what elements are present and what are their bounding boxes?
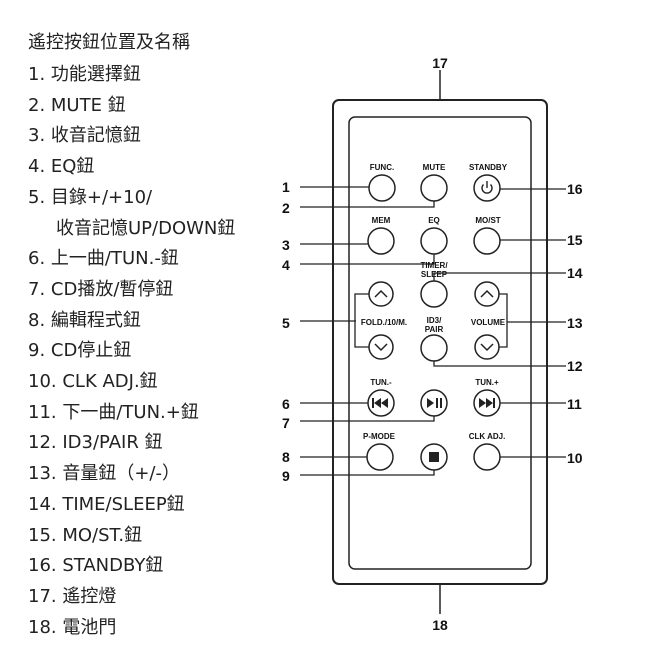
label-clkadj: CLK ADJ. xyxy=(469,432,506,441)
legend-item: 1. 功能選擇鈕 xyxy=(28,64,141,85)
callout-13: 13 xyxy=(567,315,583,331)
legend-item: 收音記憶UP/DOWN鈕 xyxy=(56,217,236,239)
mute-button[interactable] xyxy=(420,174,448,202)
label-func: FUNC. xyxy=(370,163,394,172)
legend-title: 遙控按鈕位置及名稱 xyxy=(28,32,190,53)
callout-14: 14 xyxy=(567,265,583,281)
legend-item: 12. ID3/PAIR 鈕 xyxy=(28,432,163,454)
callout-17: 17 xyxy=(432,55,448,71)
label-eq: EQ xyxy=(428,216,440,225)
eq-button[interactable] xyxy=(420,227,448,255)
chevron-down-icon xyxy=(480,343,494,352)
legend-item: 8. 編輯程式鈕 xyxy=(28,309,141,331)
legend-item: 17. 遙控燈 xyxy=(28,585,117,607)
volume-up-button[interactable] xyxy=(474,281,500,307)
callout-4: 4 xyxy=(282,257,290,273)
leader-7 xyxy=(300,416,435,422)
legend-item: 6. 上一曲/TUN.-鈕 xyxy=(28,248,179,270)
legend-item: 3. 收音記憶鈕 xyxy=(28,125,141,147)
legend-item: 9. CD停止鈕 xyxy=(28,340,132,362)
leader-12 xyxy=(433,361,566,367)
callout-11: 11 xyxy=(567,396,582,412)
label-most: MO/ST xyxy=(475,216,500,225)
callout-2: 2 xyxy=(282,200,290,216)
callout-6: 6 xyxy=(282,396,290,412)
most-button[interactable] xyxy=(473,227,501,255)
label-pmode: P-MODE xyxy=(363,432,396,441)
folder-up-button[interactable] xyxy=(368,281,394,307)
callout-1: 1 xyxy=(282,179,290,195)
chevron-up-icon xyxy=(374,289,388,298)
callout-15: 15 xyxy=(567,232,583,248)
power-icon xyxy=(481,181,493,194)
legend-item: 10. CLK ADJ.鈕 xyxy=(28,371,158,393)
callout-5: 5 xyxy=(282,315,290,331)
folder-down-button[interactable] xyxy=(368,334,394,360)
mem-button[interactable] xyxy=(367,227,395,255)
callout-3: 3 xyxy=(282,237,290,253)
callout-12: 12 xyxy=(567,358,583,374)
leader-14 xyxy=(433,272,566,281)
leader-9 xyxy=(300,470,435,476)
legend-item: 13. 音量鈕（+/-） xyxy=(28,463,180,485)
legend-item: 14. TIME/SLEEP鈕 xyxy=(28,493,185,515)
label-volume: VOLUME xyxy=(471,318,506,327)
pmode-button[interactable] xyxy=(366,443,394,471)
callout-8: 8 xyxy=(282,449,290,465)
skip-forward-icon xyxy=(479,398,495,408)
play-pause-icon xyxy=(427,398,442,408)
legend-item: 15. MO/ST.鈕 xyxy=(28,524,143,546)
label-timer: TIMER/ xyxy=(420,261,448,270)
callout-10: 10 xyxy=(567,450,583,466)
id3-pair-button[interactable] xyxy=(420,334,448,362)
label-mute: MUTE xyxy=(423,163,446,172)
label-id3: ID3/ xyxy=(427,316,442,325)
skip-back-icon xyxy=(372,398,388,408)
chevron-down-icon xyxy=(374,343,388,352)
label-tun-minus: TUN.- xyxy=(370,378,392,387)
label-tun-plus: TUN.+ xyxy=(475,378,499,387)
label-pair: PAIR xyxy=(425,325,444,334)
legend-item: 4. EQ鈕 xyxy=(28,156,95,178)
stop-icon xyxy=(429,452,439,462)
leader-2 xyxy=(300,201,435,208)
remote-outer-body xyxy=(332,99,548,585)
label-fold: FOLD./10/M. xyxy=(361,318,407,327)
label-mem: MEM xyxy=(372,216,391,225)
callout-7: 7 xyxy=(282,415,290,431)
legend-item: 2. MUTE 鈕 xyxy=(28,94,126,116)
remote-inner-panel xyxy=(348,116,532,570)
volume-down-button[interactable] xyxy=(474,334,500,360)
label-standby: STANDBY xyxy=(469,163,508,172)
callout-9: 9 xyxy=(282,468,290,484)
func-button[interactable] xyxy=(368,174,396,202)
standby-button[interactable] xyxy=(473,174,501,202)
bracket-volume xyxy=(499,293,508,348)
callout-16: 16 xyxy=(567,181,583,197)
leader-4 xyxy=(300,254,435,265)
callout-18: 18 xyxy=(432,617,448,633)
timer-sleep-button[interactable] xyxy=(420,280,448,308)
button-legend: 遙控按鈕位置及名稱 1. 功能選擇鈕 2. MUTE 鈕 3. 收音記憶鈕 4.… xyxy=(28,28,288,643)
legend-item: 7. CD播放/暫停鈕 xyxy=(28,278,174,300)
legend-item: 5. 目錄+/+10/ xyxy=(28,186,153,208)
legend-item: 16. STANDBY鈕 xyxy=(28,555,164,577)
chevron-up-icon xyxy=(480,289,494,298)
legend-item: 18. 電池門 xyxy=(28,616,117,638)
legend-item: 11. 下一曲/TUN.+鈕 xyxy=(28,401,199,423)
clk-adj-button[interactable] xyxy=(473,443,501,471)
